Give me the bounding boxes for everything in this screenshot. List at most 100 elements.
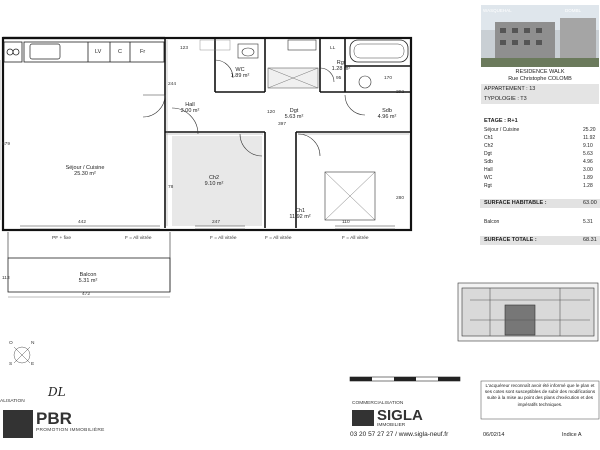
room-dgt: Dgt 5.63 m² — [275, 108, 313, 121]
kitchen-label-c: C — [118, 49, 122, 55]
area-row-label: Dgt — [484, 151, 492, 157]
panel-brand: DOMBL — [565, 8, 582, 13]
surface-habitable-row: SURFACE HABITABLE : 63.00 — [480, 199, 600, 208]
surface-habitable-label: SURFACE HABITABLE : — [484, 200, 547, 206]
window-label: F = All vitrée — [210, 236, 237, 241]
room-area: 9.10 m² — [204, 181, 224, 188]
area-row: Ch1 11.92 — [480, 135, 600, 144]
room-sdb: Sdb 4.96 m² — [368, 108, 406, 121]
dimension-label: 123 — [180, 46, 189, 51]
balcon-value: 5.31 — [583, 219, 593, 225]
surface-totale-value: 68.31 — [583, 237, 597, 243]
area-row-label: Hall — [484, 167, 493, 173]
dimension-label: LL — [330, 46, 336, 51]
balcon-row: Balcon 5.31 — [480, 219, 600, 228]
dimension-label: 113 — [2, 276, 10, 281]
surface-totale-row: SURFACE TOTALE : 68.31 — [480, 236, 600, 245]
pbr-logo: PBR — [36, 409, 72, 428]
apartment-type: TYPOLOGIE : T3 — [484, 96, 527, 102]
balcon-label: Balcon — [484, 219, 500, 225]
area-row-value: 3.00 — [583, 167, 593, 173]
area-row-label: Ch1 — [484, 135, 494, 141]
room-name: Rgt — [336, 60, 346, 66]
dimension-label: 442 — [78, 220, 87, 225]
area-row: Séjour / Cuisine 25.20 — [480, 127, 600, 136]
dimension-label: 78 — [168, 185, 174, 190]
dimension-label: 120 — [267, 110, 276, 115]
area-row: Hall 3.00 — [480, 167, 600, 176]
toilet — [241, 47, 255, 57]
dimension-label: 292 — [396, 90, 405, 95]
area-row-label: Rgt — [484, 183, 492, 189]
area-row-label: Sdb — [484, 159, 493, 165]
room-area: 25.30 m² — [74, 171, 96, 178]
room-name: Séjour / Cuisine — [65, 165, 105, 171]
area-row-value: 4.96 — [583, 159, 593, 165]
door-swing-ch1 — [297, 133, 321, 157]
room-area: 1.28 m² — [331, 66, 351, 73]
area-row: Sdb 4.96 — [480, 159, 600, 168]
room-balcon: Balcon 5.31 m² — [68, 272, 108, 285]
dimension-label: 280 — [396, 196, 405, 201]
washbasin — [358, 75, 372, 89]
room-ch2: Ch2 9.10 m² — [195, 175, 233, 188]
document-date: 06/02/14 — [483, 432, 505, 438]
area-row: Rgt 1.28 — [480, 183, 600, 192]
kitchen-label-fr: Fr — [140, 49, 146, 55]
surface-habitable-value: 63.00 — [583, 200, 597, 206]
room-name: Hall — [185, 102, 195, 108]
area-row-value: 5.63 — [583, 151, 593, 157]
window-label: F = All vitrée — [342, 236, 369, 241]
room-area: 3.00 m² — [180, 108, 200, 115]
window-label: F = All vitrée — [125, 236, 152, 241]
dimension-label: 95 — [336, 76, 342, 81]
door-swing-wc — [214, 59, 234, 79]
area-row: Dgt 5.63 — [480, 151, 600, 160]
bathtub — [349, 39, 409, 63]
door-swing-sdb — [344, 94, 366, 116]
room-rgt: Rgt 1.28 m² — [324, 60, 358, 73]
room-area: 4.96 m² — [377, 114, 397, 121]
sigla-prefix: COMMERCIALISATION — [352, 401, 404, 406]
sigla-logo-mark — [352, 410, 374, 426]
door-swing-rgt — [319, 67, 335, 83]
area-row-value: 11.92 — [583, 135, 596, 141]
room-name: Sdb — [382, 108, 392, 114]
floor-level: ETAGE : R+1 — [484, 118, 518, 124]
apartment-header-bg — [481, 84, 599, 104]
window-label: PF + fixe — [52, 236, 72, 241]
room-area: 5.63 m² — [284, 114, 304, 121]
room-name: Dgt — [289, 108, 299, 114]
area-row-value: 1.89 — [583, 175, 593, 181]
door-swing-sejour — [171, 107, 199, 135]
area-row-label: Séjour / Cuisine — [484, 127, 520, 133]
room-area: 1.89 m² — [230, 73, 250, 80]
residence-name: RESIDENCE WALK — [515, 69, 565, 75]
pbr-prefix: ALISATION — [0, 399, 25, 404]
document-index: Indice A — [562, 432, 582, 438]
ch2-floor — [172, 136, 262, 226]
residence-street: Rue Christophe COLOMB — [508, 76, 572, 82]
level-key-plan — [457, 282, 599, 342]
room-wc: WC 1.89 m² — [222, 67, 258, 80]
room-name: WC — [235, 67, 245, 73]
compass-east: E — [31, 362, 35, 367]
area-row-value: 25.20 — [583, 127, 596, 133]
room-sejour: Séjour / Cuisine 25.30 m² — [55, 165, 115, 178]
surface-totale-label: SURFACE TOTALE : — [484, 237, 537, 243]
door-swing-ch2 — [239, 133, 263, 157]
compass-west: O — [9, 341, 13, 346]
room-name: Ch2 — [208, 175, 220, 181]
room-name: Ch1 — [294, 208, 306, 214]
handwritten-initials: DL — [48, 385, 66, 399]
area-row-value: 1.28 — [583, 183, 593, 189]
sigla-contact: 03 20 57 27 27 / www.sigla-neuf.fr — [350, 431, 449, 438]
wc-basin — [237, 43, 259, 59]
disclaimer-box — [480, 380, 600, 420]
compass-south: S — [9, 362, 13, 367]
sigla-logo: SIGLA — [377, 407, 423, 424]
kitchen-counter — [3, 41, 165, 63]
